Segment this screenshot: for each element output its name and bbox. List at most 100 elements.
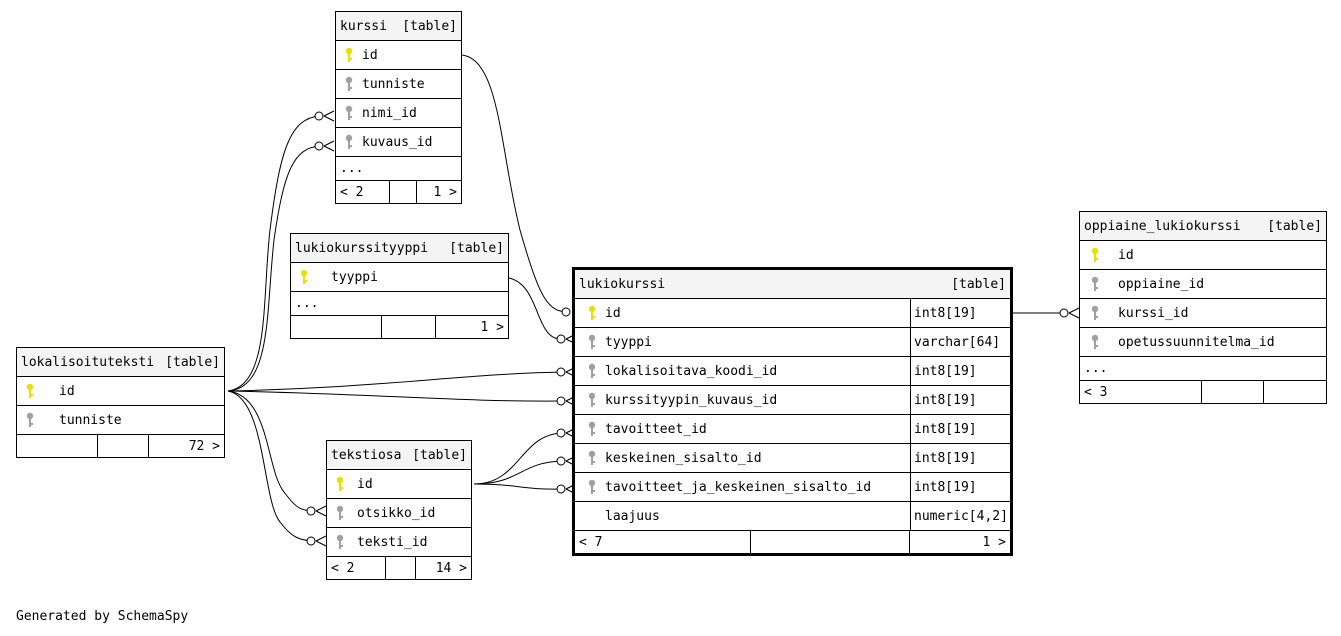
column-row[interactable]: tavoitteet_ja_keskeinen_sisalto_id int8[1… xyxy=(575,473,1010,502)
table-footer: < 3 xyxy=(1080,381,1326,403)
column-name: id xyxy=(59,383,75,399)
column-name: keskeinen_sisalto_id xyxy=(605,450,762,466)
parents-count[interactable] xyxy=(17,435,98,457)
key-icon xyxy=(25,412,35,428)
column-row[interactable]: id int8[19] xyxy=(575,299,1010,328)
column-row[interactable]: keskeinen_sisalto_id int8[19] xyxy=(575,444,1010,473)
column-row[interactable]: id xyxy=(1080,241,1326,270)
table-footer: 1 > xyxy=(291,316,508,338)
column-row[interactable]: id xyxy=(327,470,471,499)
primary-key-icon xyxy=(1090,247,1100,263)
column-row[interactable]: tunniste xyxy=(336,70,461,99)
column-name: id xyxy=(605,305,621,321)
key-icon xyxy=(587,392,597,408)
column-name: tyyppi xyxy=(331,269,378,285)
column-type: int8[19] xyxy=(910,357,1010,385)
column-row[interactable]: tunniste xyxy=(17,406,224,435)
key-icon xyxy=(335,505,345,521)
column-row[interactable]: oppiaine_id xyxy=(1080,270,1326,299)
parents-count[interactable]: < 7 xyxy=(575,531,751,553)
column-type: int8[19] xyxy=(910,386,1010,414)
column-name: tavoitteet_ja_keskeinen_sisalto_id xyxy=(605,479,872,495)
column-row[interactable]: laajuus numeric[4,2] xyxy=(575,502,1010,531)
table-name: lokalisoituteksti xyxy=(21,354,155,370)
table-tag: [table] xyxy=(402,18,457,34)
key-icon xyxy=(587,450,597,466)
children-count[interactable]: 1 > xyxy=(982,534,1006,550)
table-footer: < 7 1 > xyxy=(575,531,1010,553)
children-count[interactable]: 72 > xyxy=(188,438,220,454)
column-name: opetussuunnitelma_id xyxy=(1118,334,1275,350)
children-count[interactable] xyxy=(1264,381,1326,403)
column-name: kurssi_id xyxy=(1118,305,1189,321)
column-row[interactable]: opetussuunnitelma_id xyxy=(1080,328,1326,357)
edge-lk-tavoitteet-ja xyxy=(473,483,564,490)
table-lukiokurssityyppi[interactable]: lukiokurssityyppi [table] tyyppi ... 1 > xyxy=(290,233,509,339)
parents-count[interactable]: < 2 xyxy=(336,181,390,203)
table-header: lukiokurssi [table] xyxy=(575,270,1010,299)
table-tag: [table] xyxy=(1267,218,1322,234)
children-count[interactable]: 14 > xyxy=(435,560,467,576)
column-name: laajuus xyxy=(605,508,660,524)
column-row[interactable]: teksti_id xyxy=(327,528,471,557)
column-type: int8[19] xyxy=(910,444,1010,472)
edge-marker-lk-kurssityypin xyxy=(556,396,566,406)
table-tag: [table] xyxy=(412,447,467,463)
column-type: numeric[4,2] xyxy=(910,502,1010,530)
more-columns: ... xyxy=(291,292,508,316)
table-lokalisoituteksti[interactable]: lokalisoituteksti [table] id tunniste 72… xyxy=(16,347,225,458)
column-type: int8[19] xyxy=(910,415,1010,443)
table-footer: 72 > xyxy=(17,435,224,457)
column-row[interactable]: otsikko_id xyxy=(327,499,471,528)
column-row[interactable]: id xyxy=(17,377,224,406)
edge-marker-kuvaus xyxy=(314,141,324,151)
parents-count[interactable] xyxy=(291,316,382,338)
edge-marker-otsikko xyxy=(306,506,316,516)
key-icon xyxy=(587,334,597,350)
edge-marker-lk-tavoitteet-ja xyxy=(556,484,566,494)
table-kurssi[interactable]: kurssi [table] id tunniste nimi_id kuvau… xyxy=(335,11,462,204)
key-icon xyxy=(587,363,597,379)
edge-marker-lk-id xyxy=(561,307,571,317)
edge-marker-lk-tyyppi xyxy=(556,334,566,344)
column-name: oppiaine_id xyxy=(1118,276,1205,292)
edge-marker-teksti xyxy=(306,536,316,546)
column-type: int8[19] xyxy=(910,473,1010,501)
table-name: kurssi xyxy=(340,18,387,34)
edge-kurssi-kuvaus xyxy=(227,145,321,392)
key-icon xyxy=(587,479,597,495)
children-count[interactable]: 1 > xyxy=(433,184,457,200)
column-type: int8[19] xyxy=(910,299,1010,327)
column-row[interactable]: id xyxy=(336,41,461,70)
column-name: kurssityypin_kuvaus_id xyxy=(605,392,778,408)
table-header: lukiokurssityyppi [table] xyxy=(291,234,508,263)
column-row[interactable]: kurssi_id xyxy=(1080,299,1326,328)
table-name: lukiokurssi xyxy=(579,276,666,292)
parents-count[interactable]: < 2 xyxy=(327,557,386,579)
edge-marker-lk-lokalisoitava xyxy=(556,367,566,377)
key-icon xyxy=(344,134,354,150)
table-footer: < 2 1 > xyxy=(336,181,461,203)
column-name: id xyxy=(362,47,378,63)
table-tag: [table] xyxy=(449,240,504,256)
column-row[interactable]: tyyppi xyxy=(291,263,508,292)
parents-count[interactable]: < 3 xyxy=(1080,381,1202,403)
table-tekstiosa[interactable]: tekstiosa [table] id otsikko_id teksti_i… xyxy=(326,440,472,580)
column-name: teksti_id xyxy=(357,534,428,550)
column-row[interactable]: nimi_id xyxy=(336,99,461,128)
table-oppiaine-lukiokurssi[interactable]: oppiaine_lukiokurssi [table] id oppiaine… xyxy=(1079,211,1327,404)
edge-lk-lokalisoitava xyxy=(227,371,564,392)
edge-marker-lk-tavoitteet xyxy=(556,428,566,438)
column-row[interactable]: kurssityypin_kuvaus_id int8[19] xyxy=(575,386,1010,415)
column-row[interactable]: kuvaus_id xyxy=(336,128,461,157)
primary-key-icon xyxy=(299,269,309,285)
key-icon xyxy=(344,76,354,92)
edge-lk-id xyxy=(461,54,570,313)
column-name: nimi_id xyxy=(362,105,417,121)
children-count[interactable]: 1 > xyxy=(480,319,504,335)
edge-marker-oppiaine xyxy=(1059,308,1069,318)
